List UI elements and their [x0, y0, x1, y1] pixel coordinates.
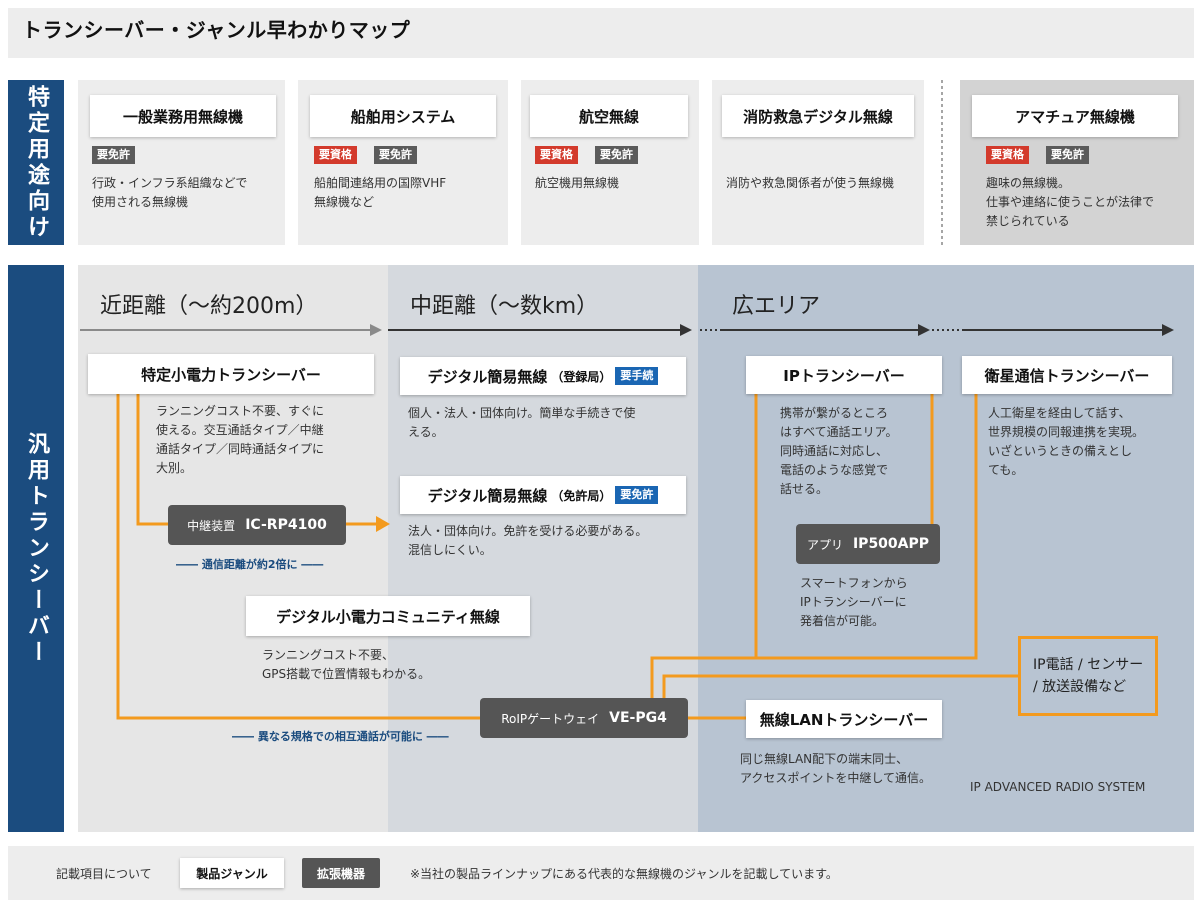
legend-label: 記載項目について [56, 867, 152, 881]
node-satellite: 衛星通信トランシーバー [962, 356, 1172, 394]
badge-license: 要免許 [374, 146, 417, 164]
category-title-business: 一般業務用無線機 [90, 95, 276, 137]
node-tokutei: 特定小電力トランシーバー [88, 354, 374, 394]
node-satellite-desc: 人工衛星を経由して話す、 世界規模の同報連携を実現。 いざというときの備えとし … [988, 406, 1145, 477]
category-desc-aviation: 航空機用無線機 [535, 176, 620, 190]
badge-license: 要免許 [92, 146, 135, 164]
note-repeater: ―― 通信距離が約2倍に ―― [176, 558, 324, 571]
zone-heading-near: 近距離（～約200m） [100, 294, 318, 319]
arrow-mid-head [680, 324, 692, 336]
title-bar [8, 8, 1194, 58]
category-title-amateur: アマチュア無線機 [972, 95, 1178, 137]
category-desc-business: 行政・インフラ系組織などで 使用される無線機 [92, 176, 248, 209]
legend-product: 製品ジャンル [180, 858, 284, 888]
arrow-repeater-head [376, 516, 390, 532]
arrow-wide-head [918, 324, 930, 336]
node-community-desc: ランニングコスト不要、 GPS搭載で位置情報もわかる。 [262, 648, 431, 681]
node-ip: IPトランシーバー [746, 356, 942, 394]
category-desc-amateur: 趣味の無線機。 仕事や連絡に使うことが法律で 禁じられている [986, 176, 1155, 228]
badge-procedure: 要手続 [615, 367, 659, 385]
node-ip-phone: IP電話 / センサー / 放送設備など [1018, 636, 1158, 716]
category-desc-marine: 船舶間連絡用の国際VHF 無線機など [314, 176, 447, 209]
category-title-fire: 消防救急デジタル無線 [722, 95, 914, 137]
device-app: アプリ IP500APP [796, 524, 940, 564]
node-ip-desc: 携帯が繋がるところ はすべて通話エリア。 同時通話に対応し、 電話のような感覚で… [780, 406, 898, 496]
device-gateway: RoIPゲートウェイ VE-PG4 [480, 698, 688, 738]
badge-qualification: 要資格 [314, 146, 357, 164]
page-title: トランシーバー・ジャンル早わかりマップ [22, 18, 411, 42]
brand-text: IP ADVANCED RADIO SYSTEM [970, 780, 1146, 794]
node-wlan: 無線LANトランシーバー [746, 700, 942, 738]
badge-license: 要免許 [615, 486, 659, 504]
node-digital-licensed: デジタル簡易無線 （免許局） 要免許 [400, 476, 686, 514]
zone-heading-mid: 中距離（～数km） [410, 294, 599, 319]
category-desc-fire: 消防や救急関係者が使う無線機 [726, 176, 895, 190]
badge-qualification: 要資格 [535, 146, 578, 164]
badge-license: 要免許 [595, 146, 638, 164]
node-digital-registered-desc: 個人・法人・団体向け。簡単な手続きで使 える。 [408, 406, 636, 439]
node-digital-licensed-desc: 法人・団体向け。免許を受ける必要がある。 混信しにくい。 [408, 524, 648, 557]
node-wlan-desc: 同じ無線LAN配下の端末同士、 アクセスポイントを中継して通信。 [740, 752, 932, 785]
note-gateway: ―― 異なる規格での相互通話が可能に ―― [232, 730, 449, 743]
line-gateway-left [116, 392, 480, 720]
side-label-specific: 特定用途向け [8, 80, 64, 245]
badge-license: 要免許 [1046, 146, 1089, 164]
legend-extension: 拡張機器 [302, 858, 380, 888]
node-community: デジタル小電力コミュニティ無線 [246, 596, 530, 636]
arrow-near-head [370, 324, 382, 336]
category-title-marine: 船舶用システム [310, 95, 496, 137]
device-repeater: 中継装置 IC-RP4100 [168, 505, 346, 545]
side-label-general: 汎用トランシーバー [8, 265, 64, 832]
badge-qualification: 要資格 [986, 146, 1029, 164]
device-app-desc: スマートフォンから IPトランシーバーに 発着信が可能。 [800, 576, 908, 628]
node-digital-registered: デジタル簡易無線 （登録局） 要手続 [400, 357, 686, 395]
line-satellite [650, 392, 978, 700]
arrow-sat-head [1162, 324, 1174, 336]
footer-note: ※当社の製品ラインナップにある代表的な無線機のジャンルを記載しています。 [410, 867, 838, 881]
node-tokutei-desc: ランニングコスト不要、すぐに 使える。交互通話タイプ／中継 通話タイプ／同時通話… [156, 404, 325, 475]
category-title-aviation: 航空無線 [530, 95, 688, 137]
zone-heading-wide: 広エリア [732, 294, 821, 319]
line-ipphone [662, 674, 1020, 700]
